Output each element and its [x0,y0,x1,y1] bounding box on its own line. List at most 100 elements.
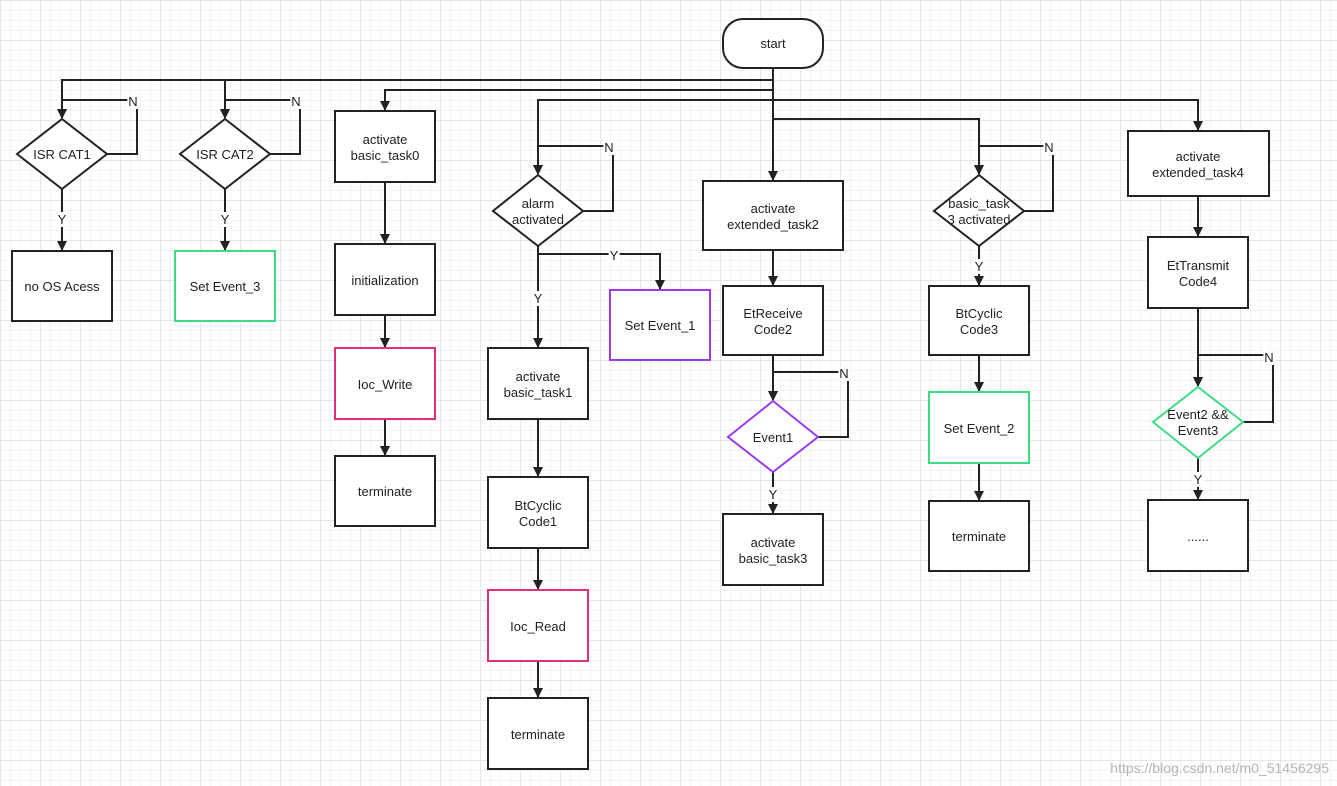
ettransmit-code4-box[interactable]: EtTransmit Code4 [1147,236,1249,309]
isr-cat2-label: ISR CAT2 [196,147,254,162]
activate-extended-task2-line1: activate [751,201,796,216]
alarm-activated-decision[interactable]: alarm activated [491,173,585,248]
btcyclic-code1-line2: Code1 [519,514,557,529]
event2-and-event3-line1: Event2 && [1167,407,1229,422]
isr-cat2-decision[interactable]: ISR CAT2 [178,117,272,191]
event1-decision[interactable]: Event1 [726,399,820,474]
activate-basic-task1-box[interactable]: activate basic_task1 [487,347,589,420]
set-event-2-box[interactable]: Set Event_2 [928,391,1030,464]
etreceive-code2-line1: EtReceive [743,306,802,321]
watermark-text: https://blog.csdn.net/m0_51456295 [1110,760,1329,776]
etreceive-code2-line2: Code2 [754,322,792,337]
no-label: N [1264,350,1273,365]
edge-start-bt3act [773,118,984,175]
no-label: N [839,366,848,381]
ettransmit-code4-line1: EtTransmit [1167,258,1230,273]
event2-and-event3-line2: Event3 [1178,423,1218,438]
no-label: N [128,94,137,109]
isr-cat1-label: ISR CAT1 [33,147,91,162]
initialization-label: initialization [351,273,418,288]
yes-label: Y [221,212,230,227]
terminate-task0-box[interactable]: terminate [334,455,436,527]
etreceive-code2-box[interactable]: EtReceive Code2 [722,285,824,356]
btcyclic-code1-box[interactable]: BtCyclic Code1 [487,476,589,549]
yes-label: Y [769,487,778,502]
activate-extended-task2-line2: extended_task2 [727,217,819,232]
activate-extended-task2-box[interactable]: activate extended_task2 [702,180,844,251]
activate-basic-task3-box[interactable]: activate basic_task3 [722,513,824,586]
ioc-write-label: Ioc_Write [358,377,413,392]
activate-basic-task0-box[interactable]: activate basic_task0 [334,110,436,183]
ioc-read-label: Ioc_Read [510,619,566,634]
terminate-task0-label: terminate [358,484,412,499]
no-os-access-label: no OS Acess [24,279,100,294]
label-backing [219,212,231,227]
activate-basic-task3-line2: basic_task3 [739,551,808,566]
activate-extended-task4-line2: extended_task4 [1152,165,1244,180]
label-backing [1263,350,1275,365]
ioc-write-box[interactable]: Ioc_Write [334,347,436,420]
isr-cat1-decision[interactable]: ISR CAT1 [15,117,109,191]
btcyclic-code1-line1: BtCyclic [515,498,562,513]
alarm-activated-line2: activated [512,212,564,227]
set-event-1-box[interactable]: Set Event_1 [609,289,711,361]
set-event-1-label: Set Event_1 [625,318,696,333]
initialization-box[interactable]: initialization [334,243,436,316]
btcyclic-code3-line1: BtCyclic [956,306,1003,321]
activate-extended-task4-box[interactable]: activate extended_task4 [1127,130,1270,197]
activate-basic-task0-line2: basic_task0 [351,148,420,163]
label-backing [767,487,779,502]
label-backing [532,291,544,306]
continuation-label: ...... [1187,529,1209,544]
nodes: start ISR CAT1 ISR CAT2 no OS Acess Set … [11,18,1270,770]
label-backing [1192,472,1204,487]
set-event-3-label: Set Event_3 [190,279,261,294]
event1-label: Event1 [753,430,793,445]
activate-basic-task0-line1: activate [363,132,408,147]
event2-and-event3-decision[interactable]: Event2 && Event3 [1151,385,1245,460]
activate-basic-task1-line1: activate [516,369,561,384]
activate-basic-task3-line1: activate [751,535,796,550]
set-event-3-box[interactable]: Set Event_3 [174,250,276,322]
basic-task3-activated-decision[interactable]: basic_task 3 activated [932,173,1026,248]
edge-start-actet4 [773,99,1203,131]
edge-start-alarm [533,99,773,175]
basic-task3-activated-line1: basic_task [948,196,1010,211]
label-backing [127,94,139,109]
activate-basic-task1-line2: basic_task1 [504,385,573,400]
no-label: N [604,140,613,155]
no-label: N [1044,140,1053,155]
start-node[interactable]: start [722,18,824,69]
edge-start-actbt0 [380,89,773,111]
yes-label: Y [1194,472,1203,487]
label-backing [290,94,302,109]
terminate-task3-box[interactable]: terminate [928,500,1030,572]
yes-label: Y [975,259,984,274]
terminate-task1-box[interactable]: terminate [487,697,589,770]
no-os-access-box[interactable]: no OS Acess [11,250,113,322]
activate-extended-task4-line1: activate [1176,149,1221,164]
alarm-activated-line1: alarm [522,196,555,211]
btcyclic-code3-box[interactable]: BtCyclic Code3 [928,285,1030,356]
yes-label: Y [58,212,67,227]
basic-task3-activated-line2: 3 activated [948,212,1011,227]
label-backing [838,366,850,381]
edge-alarm-setev1 [538,253,665,290]
btcyclic-code3-line2: Code3 [960,322,998,337]
ettransmit-code4-line2: Code4 [1179,274,1217,289]
label-backing [603,140,615,155]
yes-label: Y [610,248,619,263]
yes-label: Y [534,291,543,306]
set-event-2-label: Set Event_2 [944,421,1015,436]
label-backing [56,212,68,227]
label-backing [973,259,985,274]
ioc-read-box[interactable]: Ioc_Read [487,589,589,662]
branch-labels: N Y N Y N Y Y N Y N Y N Y [56,94,1275,502]
continuation-box[interactable]: ...... [1147,499,1249,572]
terminate-task1-label: terminate [511,727,565,742]
start-node-label: start [760,36,786,51]
label-backing [1043,140,1055,155]
label-backing [608,248,620,263]
no-label: N [291,94,300,109]
